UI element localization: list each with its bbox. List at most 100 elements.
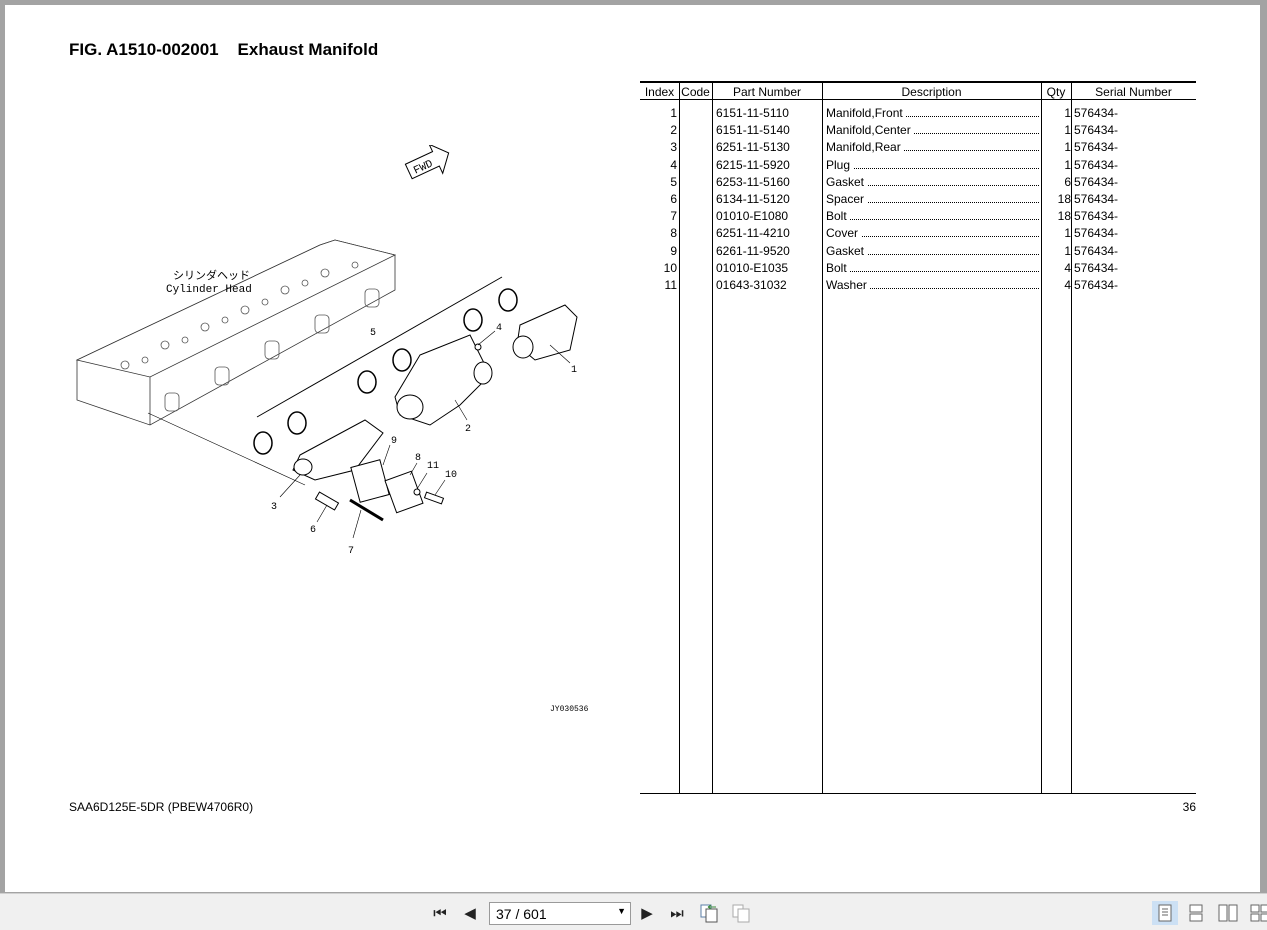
cell-index: 5 [670,174,677,189]
callout-labels: 1 2 3 4 5 6 7 8 9 10 11 [271,323,577,557]
cell-qty: 1 [1064,123,1071,138]
go-forward-view-button[interactable] [731,903,751,923]
header-index: Index [644,85,675,99]
callout-8: 8 [415,453,421,464]
callout-11: 11 [427,461,439,472]
cell-index: 6 [670,192,677,206]
continuous-view-button[interactable] [1183,901,1209,925]
description-text: Gasket [826,174,868,189]
cell-part-number: 6251-11-4210 [716,226,790,241]
continuous-facing-view-button[interactable] [1247,901,1267,925]
exhaust-manifold-diagram: FWD シリンダヘッド Cylinder Head [75,145,589,714]
next-page-button[interactable]: ▶ [637,903,657,923]
page-number-field[interactable]: 37 / 601 ▼ [489,902,631,925]
cell-description: Washer [826,278,1039,292]
cell-part-number: 6134-11-5120 [716,192,790,206]
continuous-page-icon [1189,904,1203,922]
cell-part-number: 6215-11-5920 [716,157,790,172]
cell-serial-number: 576434- [1074,106,1119,120]
description-text: Bolt [826,260,850,275]
cell-serial-number: 576434- [1074,260,1119,275]
cell-index: 9 [670,243,677,258]
cell-description: Gasket [826,243,1039,258]
callout-7: 7 [348,546,354,557]
callout-1: 1 [571,365,577,376]
manifold-parts [292,304,578,522]
description-text: Washer [826,278,870,292]
model-label: SAA6D125E-5DR (PBEW4706R0) [69,800,254,814]
cell-qty: 1 [1064,140,1071,155]
cell-serial-number: 576434- [1074,174,1119,189]
callout-4: 4 [496,323,502,334]
cell-qty: 1 [1064,226,1071,241]
cell-description: Spacer [826,192,1039,206]
cell-part-number: 6261-11-9520 [716,243,790,258]
description-text: Manifold,Front [826,106,906,120]
page-number: 36 [1182,800,1196,814]
callout-6: 6 [310,525,316,536]
cell-serial-number: 576434- [1074,209,1119,224]
callout-9: 9 [391,436,397,447]
cell-qty: 4 [1064,278,1071,292]
facing-view-button[interactable] [1215,901,1241,925]
cell-index: 7 [670,209,677,224]
cylinder-head-label-jp: シリンダヘッド [173,268,250,283]
callout-3: 3 [271,502,277,513]
callout-10: 10 [445,470,457,481]
forward-view-icon [732,904,750,923]
header-serial-number: Serial Number [1095,85,1172,99]
header-code: Code [681,85,710,99]
last-page-icon: ⏭ [670,904,684,922]
facing-pages-icon [1218,904,1238,922]
cylinder-head-drawing [75,239,397,426]
continuous-facing-icon [1250,904,1267,922]
last-page-button[interactable]: ⏭ [667,903,687,923]
chevron-down-icon[interactable]: ▼ [617,906,626,916]
description-text: Cover [826,226,862,241]
cell-description: Plug [826,157,1039,172]
cell-serial-number: 576434- [1074,157,1119,172]
header-part-number: Part Number [732,85,802,99]
back-view-icon [700,904,718,923]
cell-serial-number: 576434- [1074,192,1119,206]
callout-2: 2 [465,424,471,435]
cell-qty: 1 [1064,157,1071,172]
previous-page-button[interactable]: ◀ [460,903,480,923]
cell-index: 3 [670,140,677,155]
figure-number: FIG. A1510-002001 [69,40,219,59]
gasket-group [147,276,518,486]
viewer-toolbar: ⏮ ◀ 37 / 601 ▼ ▶ ⏭ [0,893,1267,930]
cell-serial-number: 576434- [1074,243,1119,258]
cell-index: 4 [670,157,677,172]
cell-serial-number: 576434- [1074,123,1119,138]
page-field-value: 37 / 601 [496,906,547,922]
header-description: Description [901,85,962,99]
cell-part-number: 6151-11-5110 [716,106,789,120]
first-page-button[interactable]: ⏮ [430,903,450,923]
previous-page-icon: ◀ [464,905,476,922]
cell-description: Cover [826,226,1039,241]
go-back-view-button[interactable] [699,903,719,923]
cell-description: Gasket [826,174,1039,189]
description-text: Plug [826,157,854,172]
cell-index: 1 [670,106,677,120]
single-page-view-button[interactable] [1152,901,1178,925]
cell-index: 10 [663,260,677,275]
cell-index: 8 [670,226,677,241]
cell-part-number: 01010-E1080 [716,209,789,224]
first-page-icon: ⏮ [433,904,447,922]
figure-name: Exhaust Manifold [237,40,379,59]
cell-part-number: 6151-11-5140 [716,123,790,138]
cell-description: Manifold,Rear [826,140,1039,155]
description-text: Spacer [826,192,868,206]
description-text: Manifold,Rear [826,140,904,155]
cell-qty: 6 [1064,174,1071,189]
description-text: Manifold,Center [826,123,914,138]
description-text: Gasket [826,243,868,258]
